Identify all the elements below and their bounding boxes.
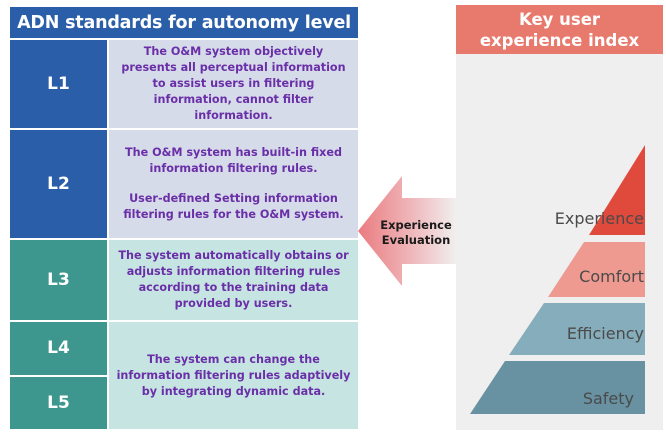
pyramid-tier-safety <box>470 361 645 414</box>
left-arrow-icon <box>358 176 458 286</box>
description-text: The O&M system objectively presents all … <box>121 45 346 122</box>
arrow-label-line2: Evaluation <box>381 233 451 247</box>
tier-label-efficiency: Efficiency <box>566 324 644 343</box>
arrow-label-line1: Experience <box>380 218 452 232</box>
table-row-l3: L3 The system automatically obtains or a… <box>10 238 358 320</box>
experience-evaluation-label: Experience Evaluation <box>376 218 456 248</box>
table-row-l4-l5: L4 L5 The system can change the informat… <box>10 320 358 429</box>
level-description-l2: The O&M system has built-in fixed inform… <box>107 130 358 238</box>
ux-pyramid <box>470 145 645 414</box>
pyramid-tier-comfort <box>548 242 645 297</box>
description-text: The system can change the information fi… <box>116 352 351 398</box>
panel-title-line2: experience index <box>479 30 640 50</box>
level-description-l1: The O&M system objectively presents all … <box>107 40 358 128</box>
pyramid-tier-experience <box>589 145 645 235</box>
level-label-l2: L2 <box>10 130 107 238</box>
table-title: ADN standards for autonomy level <box>10 7 358 38</box>
tier-label-experience: Experience <box>554 209 644 228</box>
level-label-l5: L5 <box>10 374 107 429</box>
panel-title-line1: Key user <box>518 9 601 29</box>
level-description-l3: The system automatically obtains or adju… <box>107 240 358 320</box>
table-row-l2: L2 The O&M system has built-in fixed inf… <box>10 128 358 238</box>
level-description-l4-l5: The system can change the information fi… <box>107 322 358 429</box>
description-text: The O&M system has built-in fixed inform… <box>125 146 342 175</box>
description-text: User-defined Setting information filteri… <box>123 192 344 221</box>
tier-label-comfort: Comfort <box>579 267 644 286</box>
level-label-l4: L4 <box>10 322 107 375</box>
autonomy-level-table: ADN standards for autonomy level L1 The … <box>10 7 358 429</box>
key-ux-index-panel: Key user experience index Experience Com… <box>456 5 663 430</box>
level-label-l3: L3 <box>10 240 107 320</box>
table-row-l1: L1 The O&M system objectively presents a… <box>10 38 358 128</box>
level-label-l1: L1 <box>10 40 107 128</box>
tier-label-safety: Safety <box>582 389 634 408</box>
pyramid-tier-efficiency <box>509 303 645 355</box>
description-text: The system automatically obtains or adju… <box>118 249 349 310</box>
panel-title: Key user experience index <box>456 5 663 54</box>
